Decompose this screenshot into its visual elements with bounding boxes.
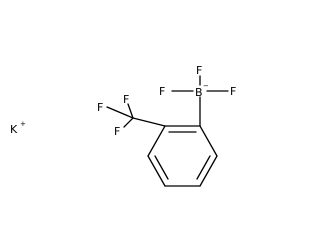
fluorine-cf3-bottom: F bbox=[114, 125, 120, 138]
bonds bbox=[106, 75, 229, 187]
fluorine-cf3-top: F bbox=[123, 93, 129, 106]
ring-cf3-bond bbox=[132, 117, 166, 127]
potassium-charge: + bbox=[20, 120, 26, 128]
ring-bond bbox=[199, 155, 218, 187]
atom-labels: K + B − F F F F F F bbox=[10, 64, 236, 138]
ring-double-bond bbox=[196, 155, 211, 180]
potassium-symbol: K bbox=[10, 123, 18, 136]
fluorine-cf3-left: F bbox=[97, 101, 103, 114]
fluorine-right: F bbox=[230, 85, 236, 98]
carbon-fluorine-bond bbox=[127, 103, 134, 119]
boron-charge: − bbox=[203, 82, 209, 90]
ring-bond bbox=[147, 125, 166, 157]
molecule-structure: K + B − F F F F F F bbox=[10, 64, 236, 187]
ring-bond bbox=[147, 155, 166, 187]
molecule-drawing: K + B − F F F F F F bbox=[10, 64, 236, 187]
carbon-fluorine-bond bbox=[123, 117, 134, 128]
boron-symbol: B bbox=[195, 86, 203, 99]
ring-bond bbox=[199, 125, 218, 157]
fluorine-left: F bbox=[159, 85, 165, 98]
ring-double-bond bbox=[154, 155, 169, 180]
fluorine-top: F bbox=[196, 64, 202, 77]
carbon-fluorine-bond bbox=[106, 106, 134, 119]
